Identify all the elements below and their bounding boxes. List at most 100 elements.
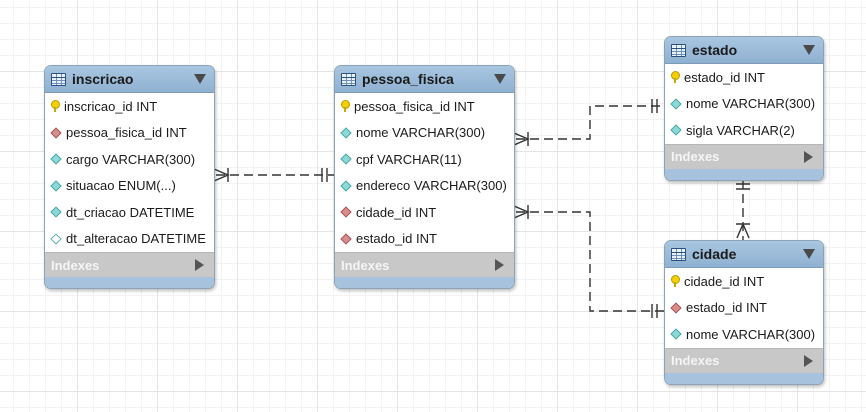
column-label: situacao ENUM(...)	[66, 178, 176, 194]
column-label: nome VARCHAR(300)	[686, 96, 816, 112]
table-icon	[341, 72, 356, 86]
table-header[interactable]: pessoa_fisica	[335, 66, 514, 93]
column-row[interactable]: nome VARCHAR(300)	[665, 321, 823, 348]
column-row[interactable]: estado_id INT	[665, 295, 823, 322]
one-one-pessoa-fisica	[321, 168, 328, 182]
column-row[interactable]: inscricao_id INT	[45, 93, 214, 120]
table-title: estado	[692, 42, 738, 58]
expand-arrow-icon[interactable]	[195, 259, 204, 271]
column-row[interactable]: nome VARCHAR(300)	[665, 91, 823, 118]
nullable-column-icon	[50, 233, 62, 245]
table-icon	[671, 247, 686, 261]
column-label: cidade_id INT	[684, 273, 765, 289]
column-icon	[670, 98, 682, 110]
indexes-label: Indexes	[51, 257, 100, 273]
column-label: pessoa_fisica_id INT	[66, 125, 187, 141]
collapse-toggle-icon[interactable]	[194, 74, 206, 84]
column-icon	[340, 127, 352, 139]
primary-key-icon	[671, 275, 680, 288]
column-row[interactable]: cargo VARCHAR(300)	[45, 146, 214, 173]
primary-key-icon	[671, 71, 680, 84]
table-title: inscricao	[72, 71, 134, 87]
primary-key-icon	[341, 100, 350, 113]
column-row[interactable]: dt_alteracao DATETIME	[45, 226, 214, 253]
table-header[interactable]: cidade	[665, 241, 823, 268]
column-label: sigla VARCHAR(2)	[686, 122, 795, 138]
column-row[interactable]: dt_criacao DATETIME	[45, 199, 214, 226]
collapse-toggle-icon[interactable]	[803, 45, 815, 55]
column-row[interactable]: endereco VARCHAR(300)	[335, 173, 514, 200]
column-label: nome VARCHAR(300)	[356, 125, 486, 141]
indexes-label: Indexes	[671, 353, 720, 368]
indexes-label: Indexes	[341, 257, 390, 273]
column-icon	[50, 206, 62, 218]
column-row[interactable]: cidade_id INT	[665, 268, 823, 295]
crowfoot-pessoa-fisica-estado	[513, 132, 530, 146]
table-pessoa-fisica[interactable]: pessoa_fisica pessoa_fisica_id INT nome …	[334, 65, 515, 289]
foreign-key-icon	[670, 302, 682, 314]
table-title: pessoa_fisica	[362, 71, 454, 87]
indexes-label: Indexes	[671, 149, 720, 164]
column-icon	[670, 328, 682, 340]
one-one-cidade	[651, 304, 658, 318]
column-label: estado_id INT	[356, 231, 437, 247]
column-icon	[50, 153, 62, 165]
column-row[interactable]: nome VARCHAR(300)	[335, 120, 514, 147]
column-icon	[340, 180, 352, 192]
column-label: nome VARCHAR(300)	[686, 326, 816, 342]
foreign-key-icon	[50, 127, 62, 139]
one-one-estado-bottom	[736, 183, 750, 190]
expand-arrow-icon[interactable]	[495, 259, 504, 271]
column-label: inscricao_id INT	[64, 98, 158, 114]
indexes-section[interactable]: Indexes	[665, 143, 823, 169]
rel-pessoa-fisica-estado	[516, 105, 664, 140]
indexes-section[interactable]: Indexes	[665, 347, 823, 373]
crowfoot-cidade	[736, 222, 750, 239]
table-header[interactable]: inscricao	[45, 66, 214, 93]
column-row[interactable]: estado_id INT	[665, 64, 823, 91]
collapse-toggle-icon[interactable]	[494, 74, 506, 84]
column-row[interactable]: cpf VARCHAR(11)	[335, 146, 514, 173]
table-cidade[interactable]: cidade cidade_id INT estado_id INT nome …	[664, 240, 824, 385]
column-label: pessoa_fisica_id INT	[354, 98, 475, 114]
foreign-key-icon	[340, 233, 352, 245]
table-title: cidade	[692, 246, 737, 262]
expand-arrow-icon[interactable]	[804, 150, 813, 163]
column-label: estado_id INT	[686, 300, 767, 316]
primary-key-icon	[51, 100, 60, 113]
column-label: dt_criacao DATETIME	[66, 204, 195, 220]
indexes-section[interactable]: Indexes	[45, 252, 214, 277]
column-label: dt_alteracao DATETIME	[66, 231, 206, 247]
column-row[interactable]: situacao ENUM(...)	[45, 173, 214, 200]
column-icon	[670, 124, 682, 136]
column-icon	[50, 180, 62, 192]
table-footer	[45, 277, 214, 288]
table-icon	[671, 43, 686, 57]
one-one-estado	[651, 99, 658, 113]
table-header[interactable]: estado	[665, 37, 823, 64]
table-inscricao[interactable]: inscricao inscricao_id INT pessoa_fisica…	[44, 65, 215, 289]
column-icon	[340, 153, 352, 165]
collapse-toggle-icon[interactable]	[803, 249, 815, 259]
table-footer	[665, 372, 823, 384]
expand-arrow-icon[interactable]	[804, 354, 813, 367]
table-footer	[665, 168, 823, 180]
crowfoot-pessoa-fisica-cidade	[513, 205, 530, 219]
column-label: estado_id INT	[684, 69, 765, 85]
table-estado[interactable]: estado estado_id INT nome VARCHAR(300) s…	[664, 36, 824, 181]
foreign-key-icon	[340, 206, 352, 218]
column-row[interactable]: sigla VARCHAR(2)	[665, 117, 823, 144]
column-row[interactable]: estado_id INT	[335, 226, 514, 253]
column-label: endereco VARCHAR(300)	[356, 178, 507, 194]
column-label: cpf VARCHAR(11)	[356, 151, 462, 167]
rel-pessoa-fisica-cidade	[516, 211, 664, 312]
column-row[interactable]: cidade_id INT	[335, 199, 514, 226]
column-label: cargo VARCHAR(300)	[66, 151, 196, 167]
column-row[interactable]: pessoa_fisica_id INT	[335, 93, 514, 120]
table-icon	[51, 72, 66, 86]
column-label: cidade_id INT	[356, 204, 437, 220]
crowfoot-inscricao	[213, 168, 230, 182]
column-row[interactable]: pessoa_fisica_id INT	[45, 120, 214, 147]
indexes-section[interactable]: Indexes	[335, 252, 514, 277]
